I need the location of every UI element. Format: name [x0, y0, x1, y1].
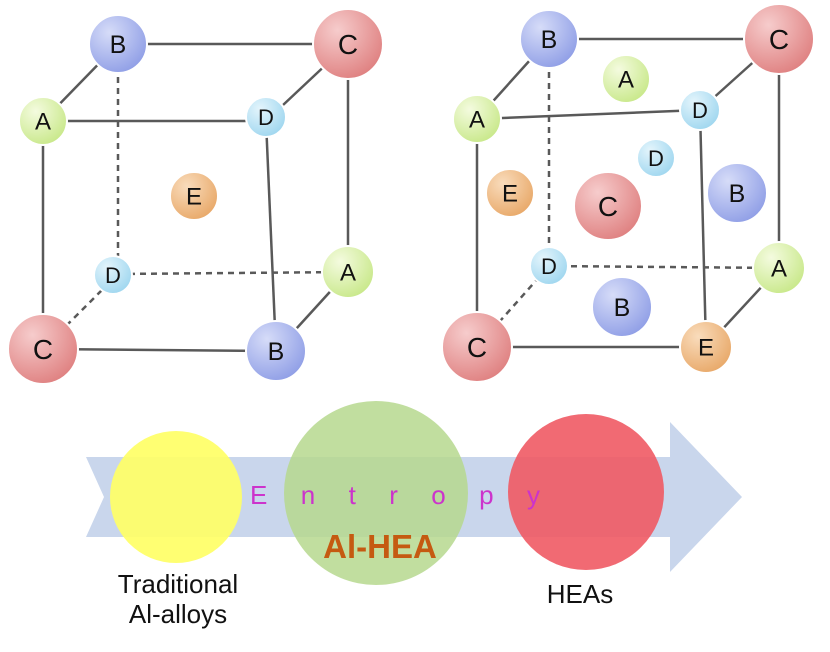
left-atom-d-top-letter: D [258, 105, 274, 130]
right-front-top-edge [476, 108, 701, 121]
right-atom-d-bottom-circle [529, 246, 569, 286]
left-atom-b-top-circle [88, 14, 148, 74]
entropy-letter: E [250, 479, 268, 510]
left-atom-b-bottom: B [245, 320, 307, 382]
al-hea-label: Al-HEA [323, 528, 437, 565]
left-atom-a-top: A [18, 96, 68, 146]
right-atom-e-bottom-letter: E [698, 335, 714, 362]
right-atom-e-left-letter: E [502, 181, 518, 208]
right-atom-a-top: A [452, 94, 502, 144]
right-front-right-edge [698, 109, 708, 348]
right-atom-d-top-circle [679, 89, 721, 131]
left-atom-b-top: B [88, 14, 148, 74]
cube-edges [41, 37, 781, 353]
right-atom-c-top: C [743, 3, 815, 75]
right-atom-d-bottom: D [529, 246, 569, 286]
left-front-bottom-edge [42, 347, 277, 353]
traditional-label-line1: Traditional [117, 569, 239, 599]
left-atom-d-bottom-circle [93, 255, 133, 295]
entropy-arrow-layer [86, 401, 742, 585]
right-atom-d-top-letter: D [692, 98, 708, 123]
right-atom-b-bottom-circle [591, 276, 653, 338]
right-atom-c-top-letter: C [769, 24, 789, 55]
right-atom-d-inner-circle [636, 138, 676, 178]
right-atom-d-bottom-letter: D [541, 254, 557, 279]
right-atom-b-top: B [519, 9, 579, 69]
left-front-right-edge [264, 120, 278, 352]
right-atom-a-bottom: A [752, 241, 806, 295]
right-atom-e-left: E [485, 168, 535, 218]
right-atom-a-face-circle [601, 54, 651, 104]
right-atom-a-face: A [601, 54, 651, 104]
left-atom-c-top-circle [312, 8, 384, 80]
right-atom-c-center: C [573, 171, 643, 241]
right-atom-b-bottom-letter: B [614, 294, 631, 322]
right-atom-d-top: D [679, 89, 721, 131]
left-atom-c-top-letter: C [338, 29, 358, 60]
left-atom-d-top-circle [245, 96, 287, 138]
right-atom-e-bottom-circle [679, 320, 733, 374]
right-atom-b-right-letter: B [729, 180, 746, 208]
traditional-al-alloys-circle [110, 431, 242, 563]
left-atom-e-center-circle [169, 171, 219, 221]
left-atom-b-bottom-circle [245, 320, 307, 382]
left-atom-a-bottom: A [321, 245, 375, 299]
left-atom-d-bottom: D [93, 255, 133, 295]
right-atom-b-bottom: B [591, 276, 653, 338]
right-atom-c-top-circle [743, 3, 815, 75]
left-atom-a-top-letter: A [35, 109, 51, 136]
right-atom-d-inner: D [636, 138, 676, 178]
entropy-letter: n [300, 479, 316, 510]
right-back-bottom-hidden-edge [548, 264, 780, 270]
atoms-layer: B C A D E D A C B B C A A D D E C B D A B C E [7, 3, 815, 385]
left-atom-b-bottom-letter: B [268, 338, 285, 366]
left-atom-b-top-letter: B [110, 31, 127, 59]
right-atom-c-bottom-circle [441, 311, 513, 383]
right-atom-b-right-circle [706, 162, 768, 224]
traditional-al-alloys-label: Traditional Al-alloys [88, 569, 268, 630]
left-atom-e-center-letter: E [186, 184, 202, 211]
right-atom-e-left-circle [485, 168, 535, 218]
right-atom-a-bottom-circle [752, 241, 806, 295]
right-atom-b-top-circle [519, 9, 579, 69]
right-atom-d-inner-letter: D [648, 146, 664, 171]
entropy-letter: t [348, 479, 356, 510]
entropy-letter: p [479, 479, 494, 510]
right-atom-a-face-letter: A [618, 67, 634, 94]
right-atom-c-center-letter: C [598, 191, 618, 222]
heas-circle [508, 414, 664, 570]
right-atom-c-bottom: C [441, 311, 513, 383]
left-atom-a-top-circle [18, 96, 68, 146]
left-atom-c-top: C [312, 8, 384, 80]
left-atom-a-bottom-circle [321, 245, 375, 299]
right-atom-a-top-circle [452, 94, 502, 144]
left-atom-d-bottom-letter: D [105, 263, 121, 288]
right-atom-b-right: B [706, 162, 768, 224]
entropy-letter: y [527, 479, 540, 510]
left-atom-c-bottom-letter: C [33, 334, 53, 365]
left-atom-d-top: D [245, 96, 287, 138]
right-atom-a-bottom-letter: A [771, 256, 787, 283]
entropy-letter: r [389, 479, 398, 510]
left-atom-e-center: E [169, 171, 219, 221]
right-atom-e-bottom: E [679, 320, 733, 374]
right-atom-c-center-circle [573, 171, 643, 241]
left-back-bottom-hidden-edge [117, 270, 349, 276]
traditional-label-line2: Al-alloys [128, 598, 228, 629]
al-hea-circle [284, 401, 468, 585]
left-atom-c-bottom-circle [7, 313, 79, 385]
entropy-letter: o [431, 479, 446, 510]
heas-label: HEAs [546, 579, 614, 609]
left-atom-a-bottom-letter: A [340, 260, 356, 287]
right-atom-a-top-letter: A [469, 107, 485, 134]
left-atom-c-bottom: C [7, 313, 79, 385]
right-atom-b-top-letter: B [541, 26, 558, 54]
right-atom-c-bottom-letter: C [467, 332, 487, 363]
